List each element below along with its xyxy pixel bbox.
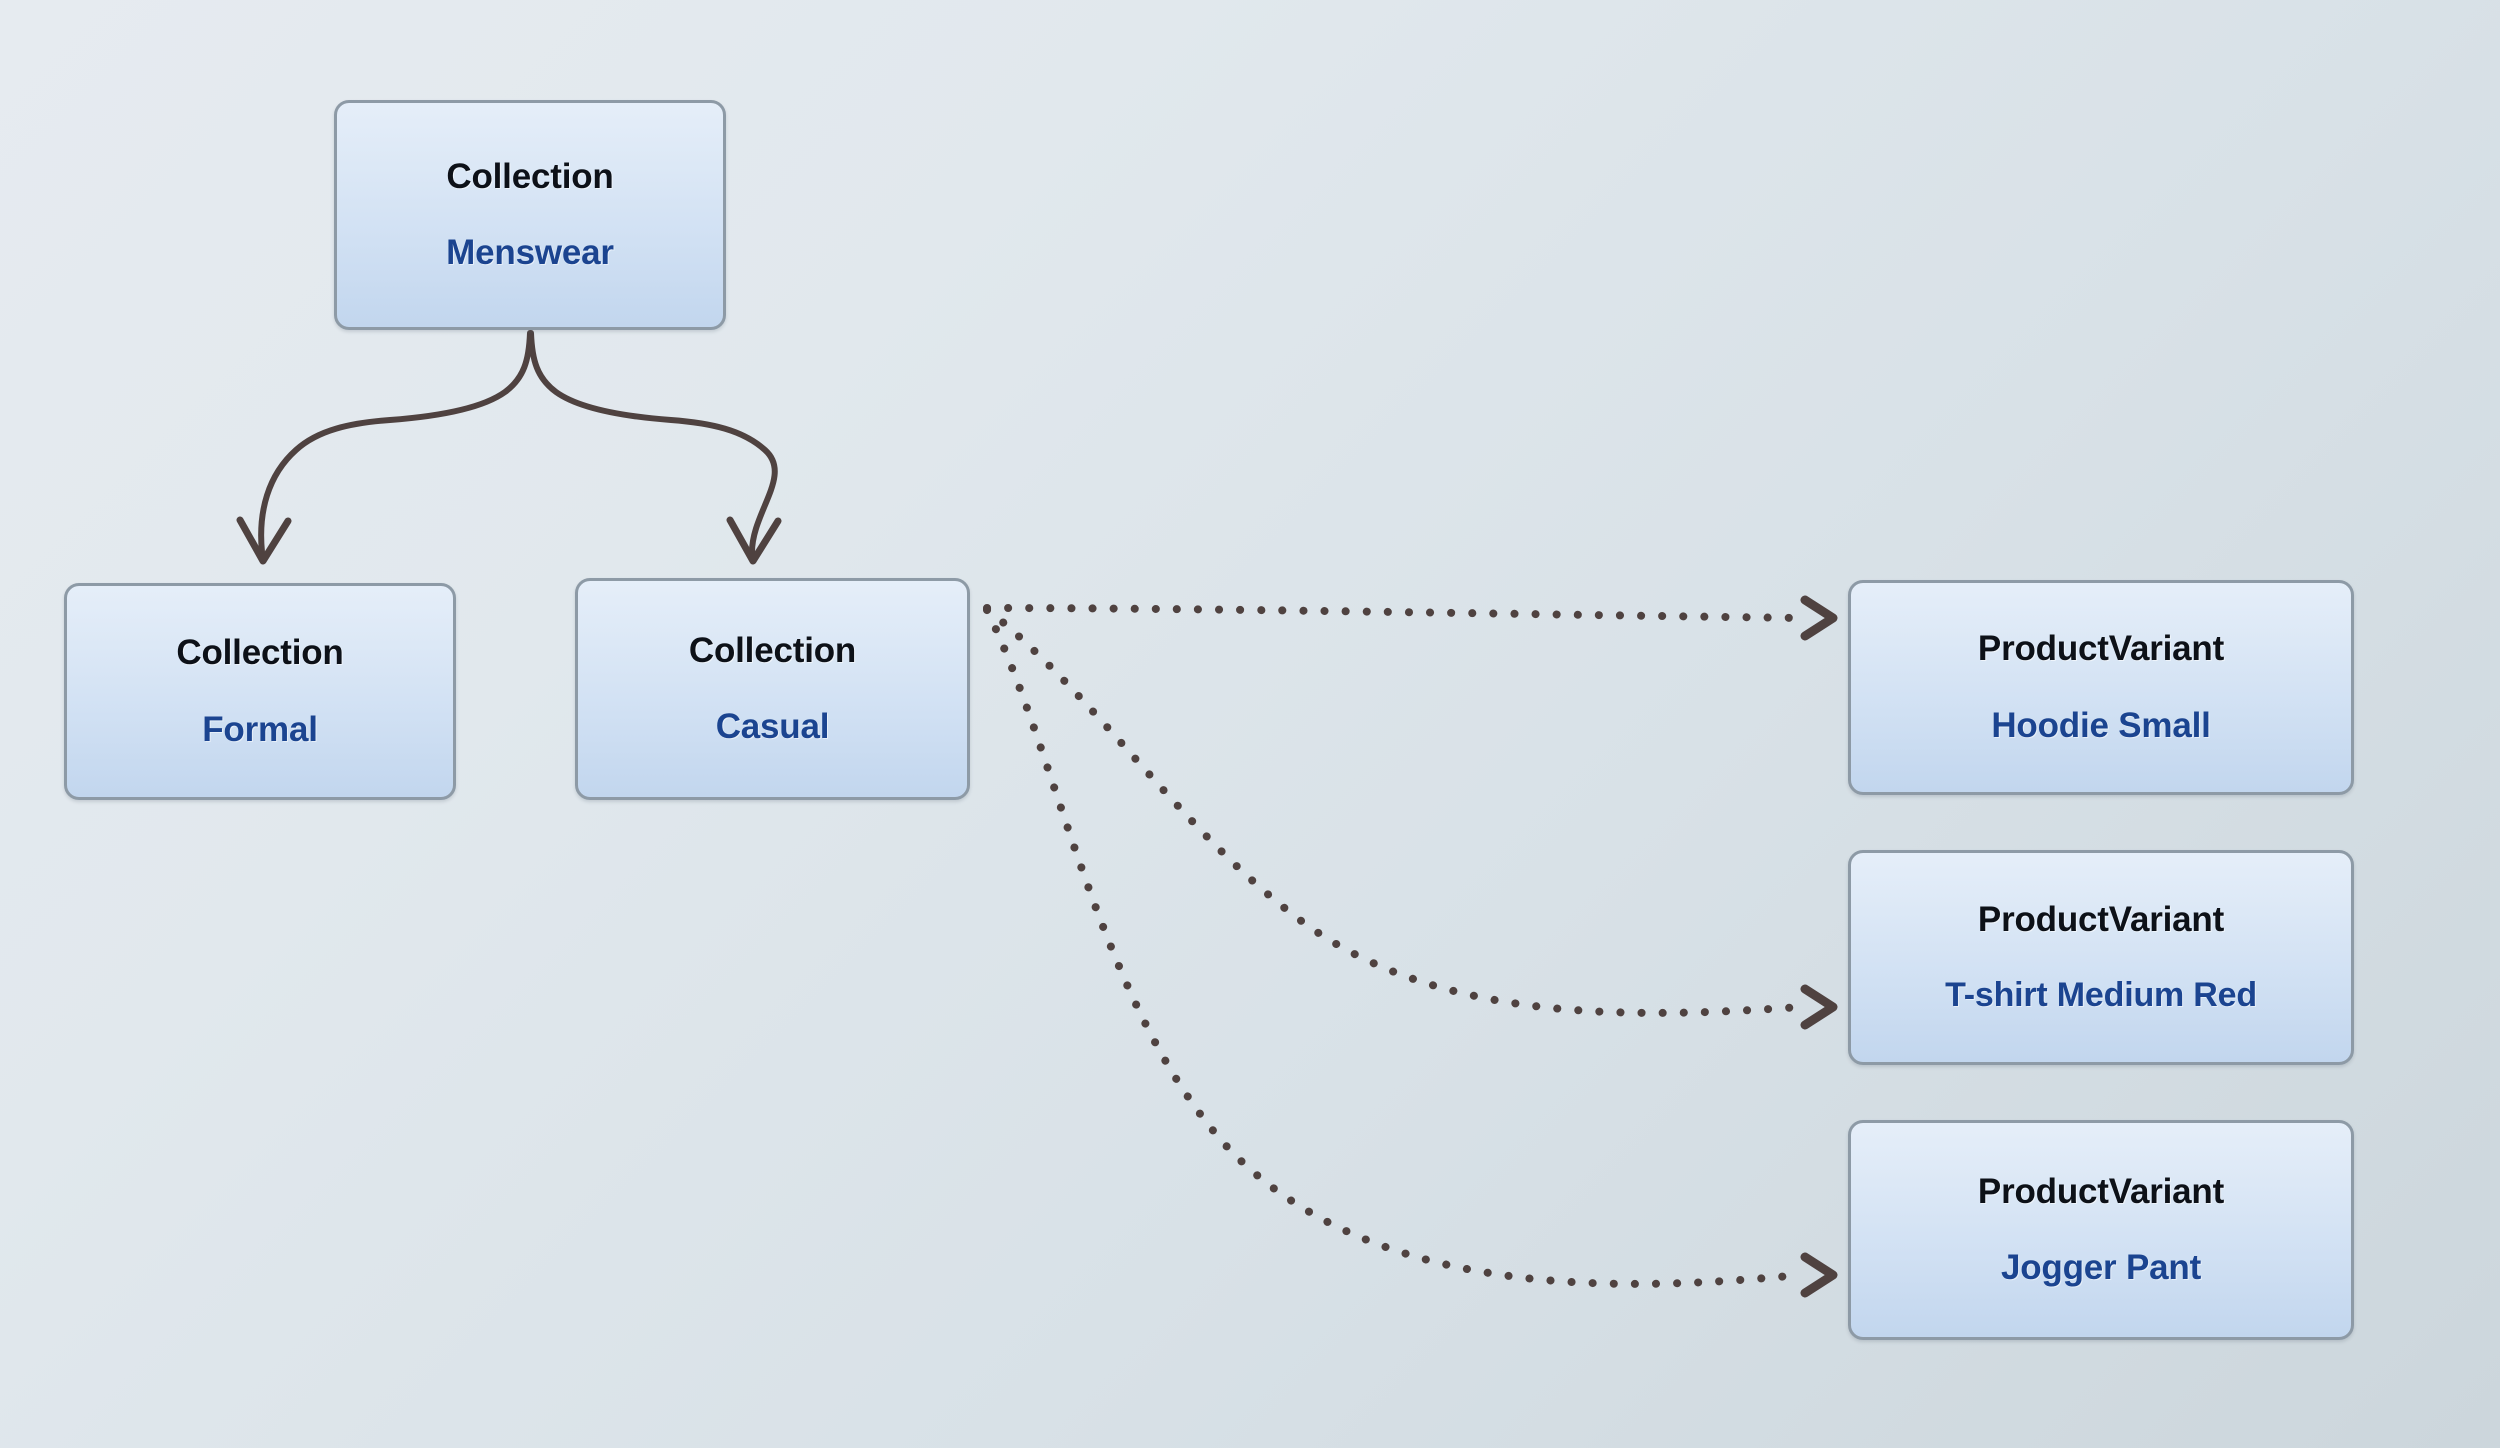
node-type-label: ProductVariant: [1977, 899, 2225, 939]
node-type-label: Collection: [446, 156, 614, 196]
node-type-label: Collection: [176, 633, 344, 672]
node-instance-label: Formal: [202, 709, 318, 749]
node-instance-label: Jogger Pant: [2000, 1248, 2202, 1287]
node-productvariant-jogger-pant[interactable]: ProductVariant Jogger Pant: [1848, 1120, 2354, 1340]
node-type-label: ProductVariant: [1977, 629, 2225, 668]
edge-casual-to-tshirt: [983, 605, 1838, 1030]
edge-casual-to-jogger: [983, 606, 1838, 1298]
node-type-label: ProductVariant: [1977, 1171, 2225, 1211]
edge-menswear-to-formal: [236, 330, 533, 565]
node-productvariant-tshirt-medium-red[interactable]: ProductVariant T-shirt Medium Red: [1848, 850, 2354, 1065]
node-collection-menswear[interactable]: Collection Menswear: [334, 100, 726, 330]
node-instance-label: Casual: [715, 707, 830, 746]
edge-casual-to-hoodie: [983, 595, 1838, 641]
node-type-label: Collection: [688, 630, 857, 670]
node-productvariant-hoodie-small[interactable]: ProductVariant Hoodie Small: [1848, 580, 2354, 795]
node-instance-label: T-shirt Medium Red: [1945, 976, 2257, 1015]
node-collection-formal[interactable]: Collection Formal: [64, 583, 456, 800]
node-instance-label: Hoodie Small: [1991, 705, 2211, 745]
node-collection-casual[interactable]: Collection Casual: [575, 578, 970, 800]
node-instance-label: Menswear: [446, 233, 614, 272]
edge-menswear-to-casual: [528, 330, 782, 565]
